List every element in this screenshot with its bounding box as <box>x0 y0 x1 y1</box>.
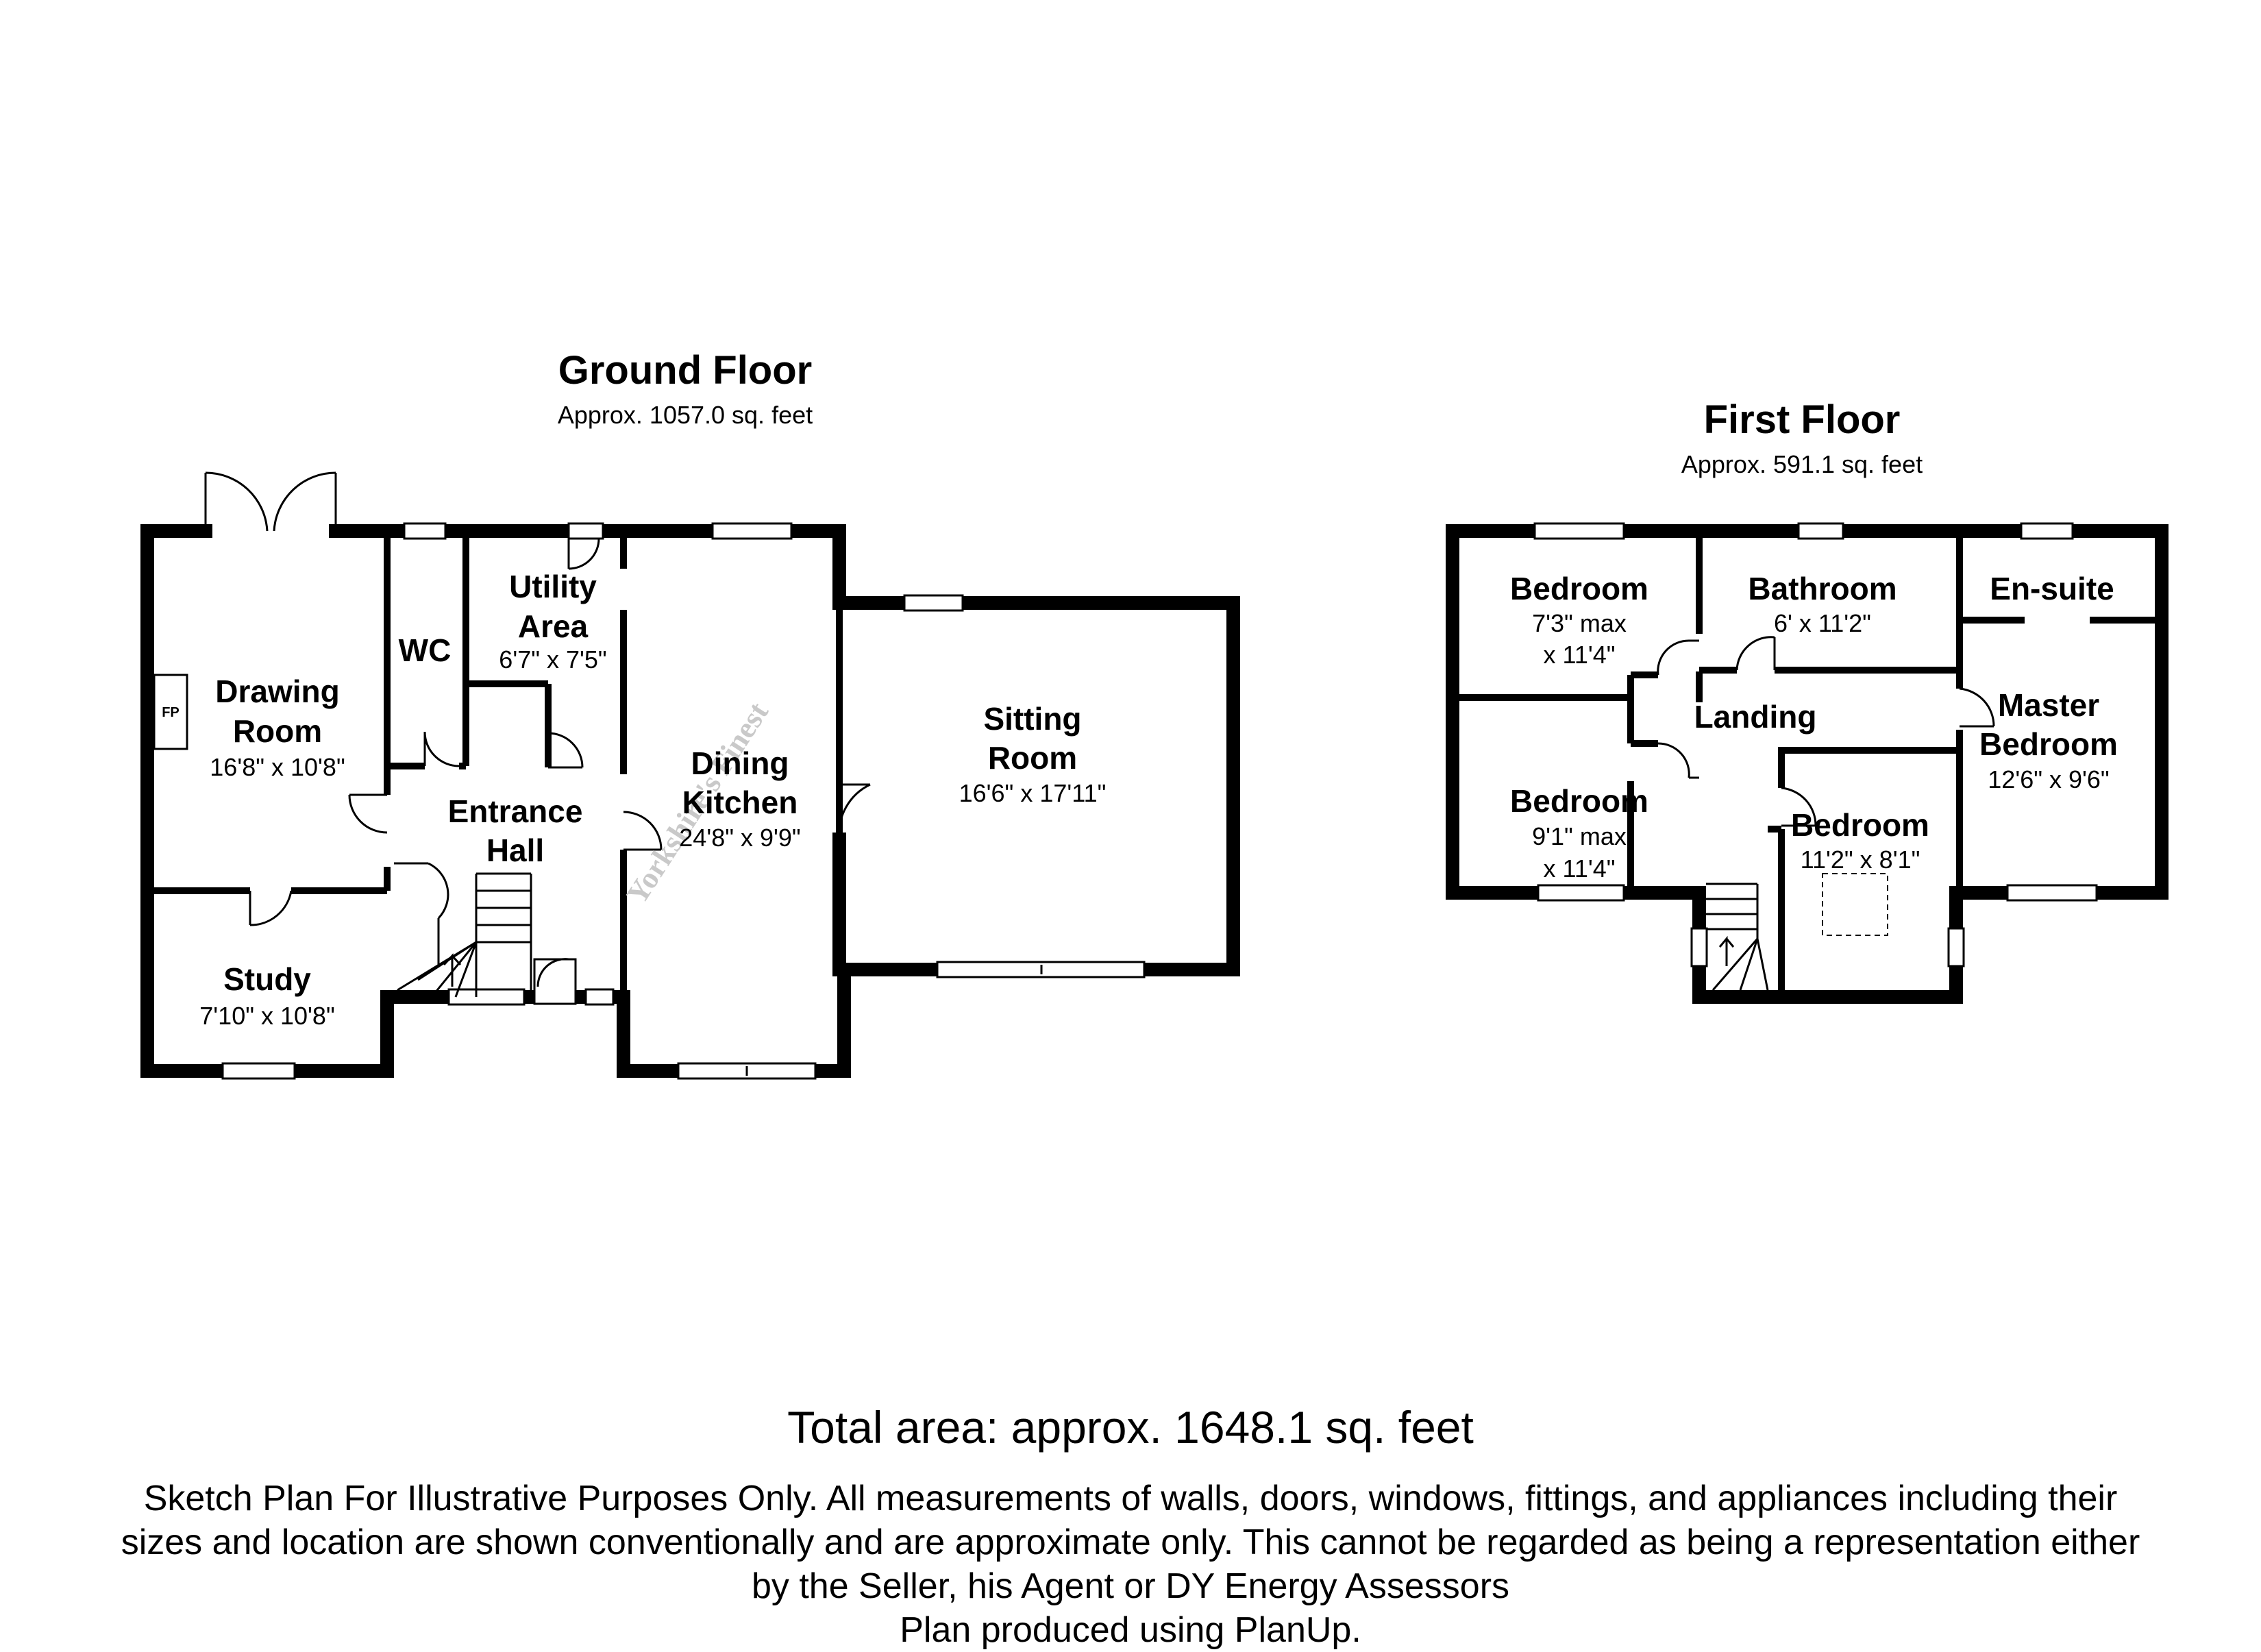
ground-floor: Ground Floor Approx. 1057.0 sq. feet <box>140 348 1240 1080</box>
ground-floor-windows <box>221 522 1146 1080</box>
entrance-hall-name-1: Entrance <box>448 793 583 829</box>
first-floor-title: First Floor <box>1704 397 1901 442</box>
window <box>403 522 447 540</box>
window <box>903 594 964 612</box>
window <box>711 522 793 540</box>
bedroom-a-name: Bedroom <box>1510 571 1648 606</box>
disclaimer-line-4: Plan produced using PlanUp. <box>900 1610 1361 1650</box>
disclaimer-line-1: Sketch Plan For Illustrative Purposes On… <box>143 1479 2118 1518</box>
master-bedroom-name-2: Bedroom <box>1979 726 2118 762</box>
total-area: Total area: approx. 1648.1 sq. feet <box>787 1402 1474 1453</box>
loft-hatch <box>1822 873 1888 936</box>
first-floor: First Floor Approx. 591.1 sq. feet <box>1446 397 2169 1004</box>
ground-floor-outer-walls <box>140 524 1240 1078</box>
ground-floor-staircase <box>397 872 532 998</box>
fireplace <box>153 674 188 750</box>
window <box>584 988 615 1006</box>
window <box>1537 884 1625 902</box>
master-bedroom-name-1: Master <box>1998 687 2099 723</box>
window <box>221 1062 296 1080</box>
disclaimer-line-3: by the Seller, his Agent or DY Energy As… <box>751 1566 1510 1606</box>
bedroom-a-dims-1: 7'3" max <box>1532 609 1627 637</box>
bedroom-c-name: Bedroom <box>1791 807 1929 843</box>
utility-name-2: Area <box>518 608 589 644</box>
drawing-room-name-1: Drawing <box>215 674 339 709</box>
ground-floor-room-labels: Drawing Room 16'8" x 10'8" WC Utility Ar… <box>199 569 1106 1030</box>
bedroom-b-name: Bedroom <box>1510 783 1648 819</box>
first-floor-doors <box>1657 636 1995 827</box>
drawing-room-dims: 16'8" x 10'8" <box>210 753 345 781</box>
sitting-room-name-2: Room <box>988 740 1077 776</box>
drawing-room-name-2: Room <box>233 713 322 749</box>
ensuite-name: En-suite <box>1990 571 2114 606</box>
first-floor-area: Approx. 591.1 sq. feet <box>1681 450 1923 478</box>
ground-floor-title: Ground Floor <box>558 348 813 393</box>
window <box>1533 522 1625 540</box>
first-floor-interior-walls <box>1453 531 2162 997</box>
window <box>2020 522 2074 540</box>
utility-dims: 6'7" x 7'5" <box>499 645 606 674</box>
bathroom-name: Bathroom <box>1748 571 1896 606</box>
fireplace-label: FP <box>162 705 180 720</box>
utility-name-1: Utility <box>509 569 597 604</box>
bedroom-a-dims-2: x 11'4" <box>1543 641 1615 669</box>
first-floor-room-labels: Bedroom 7'3" max x 11'4" Bathroom 6' x 1… <box>1510 571 2118 883</box>
disclaimer-line-2: sizes and location are shown conventiona… <box>121 1522 2140 1562</box>
window <box>2006 884 2098 902</box>
dining-kitchen-dims: 24'8" x 9'9" <box>679 824 800 852</box>
window <box>1797 522 1844 540</box>
master-bedroom-dims: 12'6" x 9'6" <box>1988 765 2109 793</box>
disclaimer: Sketch Plan For Illustrative Purposes On… <box>0 1477 2261 1652</box>
bedroom-c-dims: 11'2" x 8'1" <box>1801 846 1920 874</box>
first-floor-outer-walls <box>1446 524 2169 1004</box>
first-floor-windows <box>1533 522 2098 967</box>
ground-floor-doors <box>204 471 871 1005</box>
window <box>1947 927 1965 967</box>
dining-kitchen-name-1: Dining <box>691 745 789 781</box>
study-dims: 7'10" x 10'8" <box>199 1002 334 1030</box>
sitting-room-dims: 16'6" x 17'11" <box>959 779 1107 807</box>
wc-name: WC <box>399 632 452 668</box>
first-floor-staircase <box>1706 883 1769 991</box>
entrance-hall-name-2: Hall <box>486 833 544 868</box>
window <box>1690 927 1708 967</box>
bedroom-b-dims-1: 9'1" max <box>1532 822 1627 850</box>
bathroom-dims: 6' x 11'2" <box>1774 609 1871 637</box>
window <box>447 988 526 1006</box>
ground-floor-interior-walls <box>147 531 843 997</box>
study-name: Study <box>223 961 311 997</box>
dining-kitchen-name-2: Kitchen <box>682 785 798 820</box>
bedroom-b-dims-2: x 11'4" <box>1543 854 1615 883</box>
landing-name: Landing <box>1694 699 1817 735</box>
sitting-room-name-1: Sitting <box>983 701 1081 737</box>
ground-floor-area: Approx. 1057.0 sq. feet <box>558 401 813 429</box>
